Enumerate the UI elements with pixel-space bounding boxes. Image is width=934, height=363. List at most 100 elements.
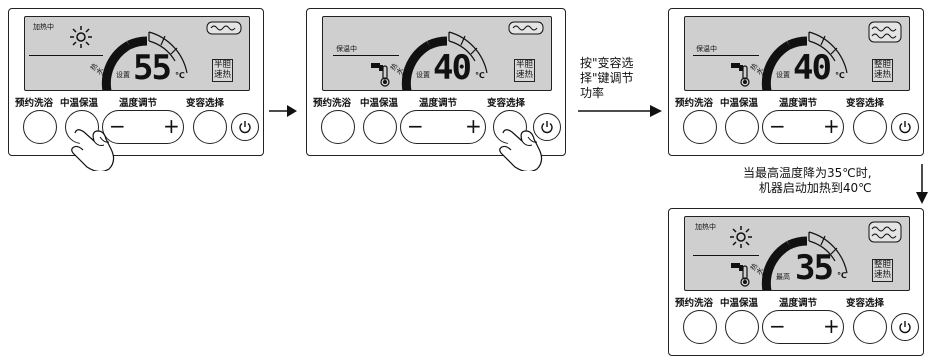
hand-pointer-icon (71, 129, 115, 171)
full-tank-fast-heat-badge: 整胆 速热 (872, 59, 894, 82)
schedule-bath-label: 预约洗浴 (675, 98, 714, 109)
half-tank-fast-heat-badge: 半胆 速热 (212, 59, 234, 82)
plus-button[interactable]: + (823, 114, 840, 138)
max-label: 最高 (776, 273, 790, 281)
lcd-display: 保温中 热水量 设置 40 ℃ 整胆 速热 (684, 16, 910, 91)
minus-button[interactable]: − (769, 314, 786, 338)
temperature-unit: ℃ (835, 71, 845, 80)
temp-adjust-label: 温度调节 (119, 98, 158, 109)
arrow-right-icon (269, 105, 297, 117)
temperature-value: 40 (433, 48, 472, 88)
badge-line-1: 半胆 (214, 60, 232, 70)
shower-wave-icon (868, 21, 902, 43)
minus-button[interactable]: − (109, 114, 126, 138)
schedule-bath-button[interactable] (683, 310, 717, 344)
instruction-line-2: 择"键调节 (580, 71, 634, 85)
volume-select-button[interactable] (853, 310, 887, 344)
panel-step-4: 加热中 热水量 最高 (668, 208, 924, 356)
power-button[interactable] (533, 113, 561, 141)
step-2-instruction: 按"变容选 择"键调节 功率 (580, 56, 634, 101)
lcd-display: 加热中 热水量 设置 55 ℃ 半胆 (24, 16, 250, 91)
tap-icon (371, 63, 383, 71)
step-3-instruction: 当最高温度降为35℃时, 机器启动加热到40℃ (743, 166, 872, 196)
mid-temp-keep-button[interactable] (725, 110, 759, 144)
badge-line-2: 速热 (874, 269, 892, 280)
divider-line (29, 55, 103, 56)
temperature-dial (101, 31, 188, 90)
sun-heating-icon (70, 26, 92, 48)
plus-button[interactable]: + (465, 114, 482, 138)
badge-line-1: 整胆 (874, 260, 892, 270)
mid-temp-keep-button[interactable] (725, 310, 759, 344)
temp-adjust-rocker[interactable]: − + (762, 310, 844, 344)
power-icon (541, 121, 553, 134)
temperature-dial (761, 31, 848, 90)
shower-wave-icon (868, 221, 902, 243)
sun-heating-icon (730, 226, 752, 248)
arrow-right-icon (578, 105, 662, 117)
temp-adjust-rocker[interactable]: − + (762, 110, 844, 144)
mid-temp-keep-label: 中温保温 (720, 98, 759, 109)
temperature-dial (401, 31, 488, 90)
power-button[interactable] (891, 113, 919, 141)
temperature-unit: ℃ (175, 71, 185, 80)
plus-button[interactable]: + (163, 114, 180, 138)
badge-line-2: 速热 (516, 69, 534, 80)
temperature-unit: ℃ (837, 271, 847, 280)
temp-adjust-label: 温度调节 (419, 98, 458, 109)
temperature-value: 55 (133, 48, 172, 88)
mid-temp-keep-button[interactable] (363, 110, 397, 144)
schedule-bath-button[interactable] (321, 110, 355, 144)
volume-select-button[interactable] (193, 110, 227, 144)
lcd-display: 保温中 热水量 设置 40 ℃ 半胆 速热 (322, 16, 552, 91)
hand-pointer-icon (499, 129, 543, 171)
volume-select-label: 变容选择 (846, 298, 885, 309)
power-icon (239, 121, 251, 134)
volume-select-label: 变容选择 (846, 98, 885, 109)
tap-icon (731, 63, 743, 71)
setting-label: 设置 (116, 71, 130, 79)
mid-temp-keep-label: 中温保温 (720, 298, 759, 309)
lcd-display: 加热中 热水量 最高 (684, 216, 910, 291)
divider-line (333, 55, 399, 56)
volume-select-label: 变容选择 (487, 98, 526, 109)
instruction-line-2: 机器启动加热到40℃ (758, 181, 872, 195)
panel-step-3: 保温中 热水量 设置 40 ℃ 整胆 速热 (668, 8, 924, 156)
power-button[interactable] (891, 313, 919, 341)
panel-step-2: 保温中 热水量 设置 40 ℃ 半胆 速热 (306, 8, 566, 171)
schedule-bath-label: 预约洗浴 (313, 98, 352, 109)
power-icon (899, 321, 911, 334)
divider-line (693, 255, 759, 256)
divider-line (693, 55, 759, 56)
status-text: 保温中 (696, 45, 717, 53)
panel-step-1: 加热中 热水量 设置 55 ℃ 半胆 (8, 8, 264, 171)
shower-wave-icon (508, 21, 544, 35)
badge-line-1: 半胆 (516, 60, 534, 70)
temp-adjust-label: 温度调节 (779, 98, 818, 109)
setting-label: 设置 (776, 71, 790, 79)
power-button[interactable] (231, 113, 259, 141)
plus-button[interactable]: + (823, 314, 840, 338)
schedule-bath-button[interactable] (23, 110, 57, 144)
tap-icon (731, 263, 743, 271)
minus-button[interactable]: − (769, 114, 786, 138)
temperature-value: 40 (793, 48, 832, 88)
temperature-value: 35 (795, 248, 834, 288)
volume-select-button[interactable] (853, 110, 887, 144)
status-text: 保温中 (336, 45, 357, 53)
mid-temp-keep-label: 中温保温 (360, 98, 399, 109)
schedule-bath-button[interactable] (683, 110, 717, 144)
schedule-bath-label: 预约洗浴 (15, 98, 54, 109)
arrow-down-icon (916, 164, 928, 204)
shower-wave-icon (206, 21, 242, 35)
instruction-line-3: 功率 (580, 86, 605, 100)
thermometer-icon (740, 65, 750, 87)
temp-adjust-rocker[interactable]: − + (400, 110, 486, 144)
instruction-line-1: 按"变容选 (580, 56, 634, 70)
minus-button[interactable]: − (407, 114, 424, 138)
schedule-bath-label: 预约洗浴 (675, 298, 714, 309)
instruction-line-1: 当最高温度降为35℃时, (743, 166, 872, 180)
temp-adjust-rocker[interactable]: − + (102, 110, 184, 144)
temp-adjust-label: 温度调节 (779, 298, 818, 309)
full-tank-fast-heat-badge: 整胆 速热 (872, 259, 894, 282)
